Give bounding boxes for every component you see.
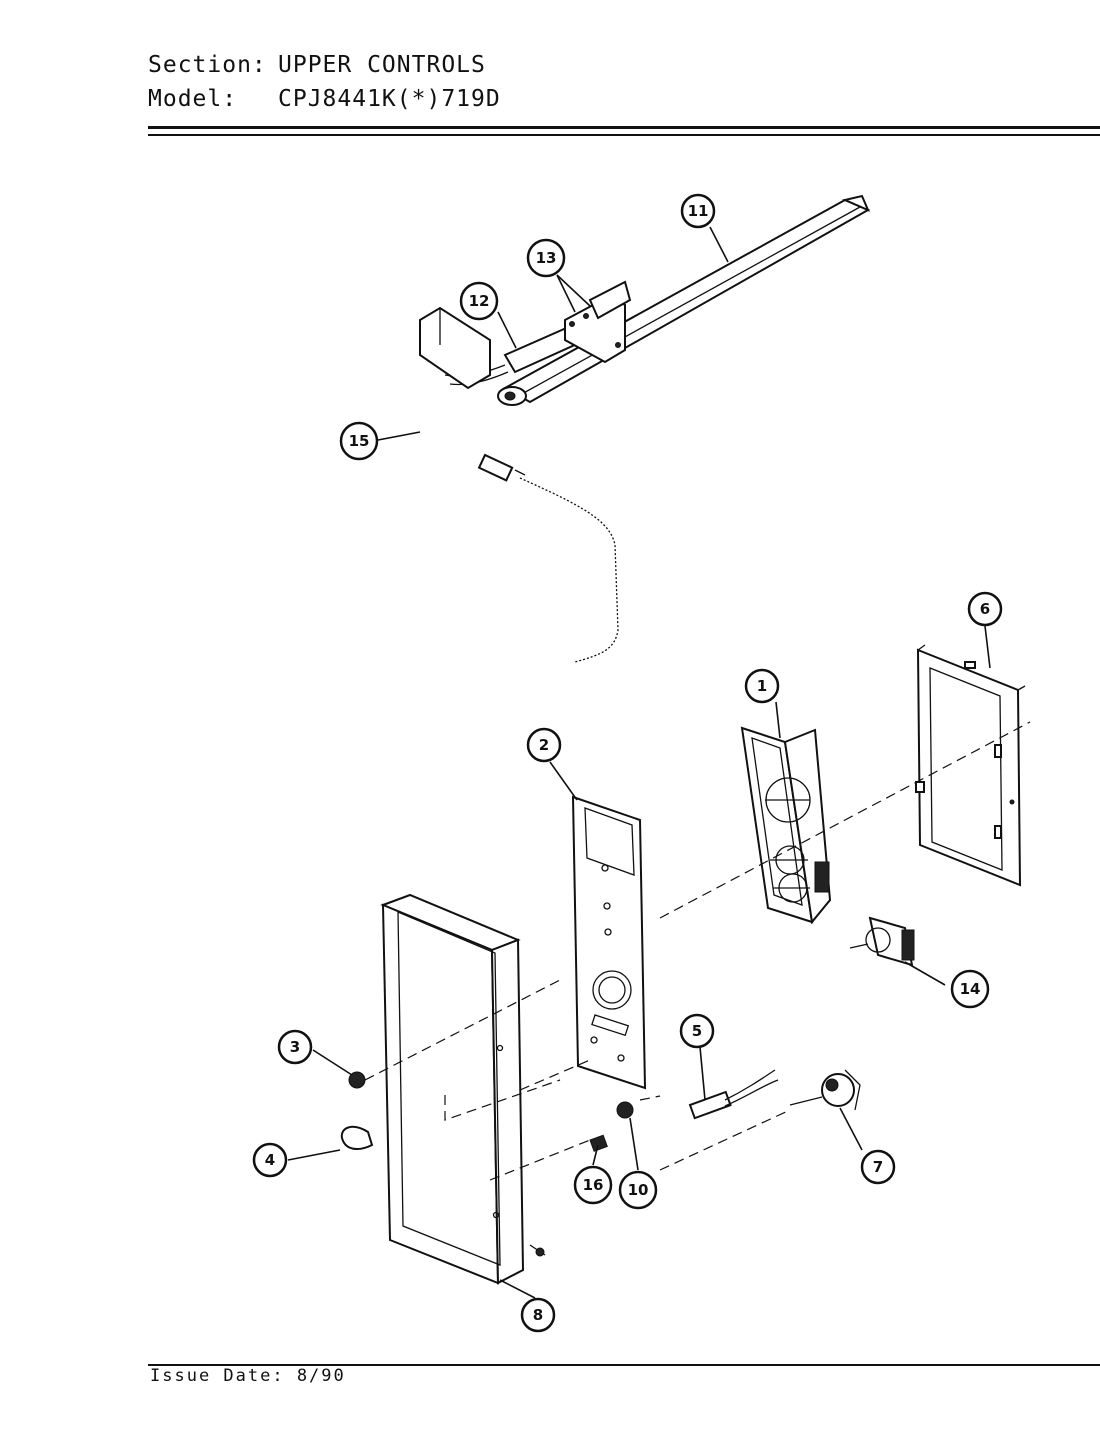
callout-11-label: 11 bbox=[688, 202, 709, 220]
footer-rule bbox=[148, 1364, 1100, 1366]
alignment-line-3 bbox=[364, 979, 561, 1081]
alignment-line-4 bbox=[444, 1079, 561, 1121]
issue-date: Issue Date: 8/90 bbox=[150, 1366, 346, 1386]
callout-5: 5 bbox=[679, 1013, 715, 1049]
alignment-line-upper bbox=[659, 721, 1031, 919]
callout-7-label: 7 bbox=[873, 1158, 883, 1176]
header-rule-thin bbox=[148, 134, 1100, 136]
callout-2-label: 2 bbox=[539, 736, 549, 754]
part-7-thermostat bbox=[789, 1069, 861, 1111]
callout-6-label: 6 bbox=[980, 600, 990, 618]
model-line: Model: CPJ8441K(*)719D bbox=[148, 86, 501, 112]
part-4-knob bbox=[340, 1125, 374, 1151]
callout-13: 13 bbox=[526, 238, 566, 278]
part-6-back-plate bbox=[915, 644, 1026, 887]
callout-12: 12 bbox=[459, 281, 499, 321]
callout-8: 8 bbox=[520, 1297, 556, 1333]
callout-5-label: 5 bbox=[692, 1022, 702, 1040]
callout-14-label: 14 bbox=[960, 980, 981, 998]
model-value: CPJ8441K(*)719D bbox=[278, 86, 501, 112]
section-value: UPPER CONTROLS bbox=[278, 52, 486, 78]
callout-16-label: 16 bbox=[583, 1176, 604, 1194]
callout-7: 7 bbox=[860, 1149, 896, 1185]
part-13-bracket bbox=[564, 280, 632, 364]
callout-15-label: 15 bbox=[349, 432, 370, 450]
frame-screw bbox=[529, 1244, 546, 1257]
alignment-line-10 bbox=[639, 1095, 661, 1101]
section-label: Section: bbox=[148, 52, 267, 78]
part-1-clock bbox=[740, 726, 832, 925]
alignment-line-7 bbox=[659, 1109, 791, 1171]
callout-3-label: 3 bbox=[290, 1038, 300, 1056]
header-rule-thick bbox=[148, 126, 1100, 129]
callout-4-label: 4 bbox=[265, 1151, 275, 1169]
part-10-nut bbox=[616, 1101, 634, 1119]
callout-14: 14 bbox=[950, 969, 990, 1009]
model-label: Model: bbox=[148, 86, 238, 112]
callout-3: 3 bbox=[277, 1029, 313, 1065]
callout-15: 15 bbox=[339, 421, 379, 461]
section-line: Section: UPPER CONTROLS bbox=[148, 52, 486, 78]
part-16-spring bbox=[589, 1134, 608, 1152]
callout-10: 10 bbox=[618, 1170, 658, 1210]
callout-13-label: 13 bbox=[536, 249, 557, 267]
leader-lines bbox=[287, 226, 991, 1299]
callout-12-label: 12 bbox=[469, 292, 490, 310]
callout-1-label: 1 bbox=[757, 677, 767, 695]
callout-1: 1 bbox=[744, 668, 780, 704]
part-8-frame bbox=[380, 893, 525, 1285]
part-14-switch bbox=[849, 916, 915, 967]
callout-4: 4 bbox=[252, 1142, 288, 1178]
alignment-line-frame bbox=[519, 1059, 591, 1091]
part-15-valve bbox=[419, 306, 619, 663]
part-11-rod bbox=[497, 194, 871, 406]
alignment-line-16 bbox=[489, 1139, 591, 1181]
part-5-light bbox=[688, 1069, 779, 1120]
part-2-panel bbox=[571, 795, 647, 1090]
callout-6: 6 bbox=[967, 591, 1003, 627]
callout-11: 11 bbox=[680, 193, 716, 229]
callout-2: 2 bbox=[526, 727, 562, 763]
callout-16: 16 bbox=[573, 1165, 613, 1205]
callout-8-label: 8 bbox=[533, 1306, 543, 1324]
callout-10-label: 10 bbox=[628, 1181, 649, 1199]
